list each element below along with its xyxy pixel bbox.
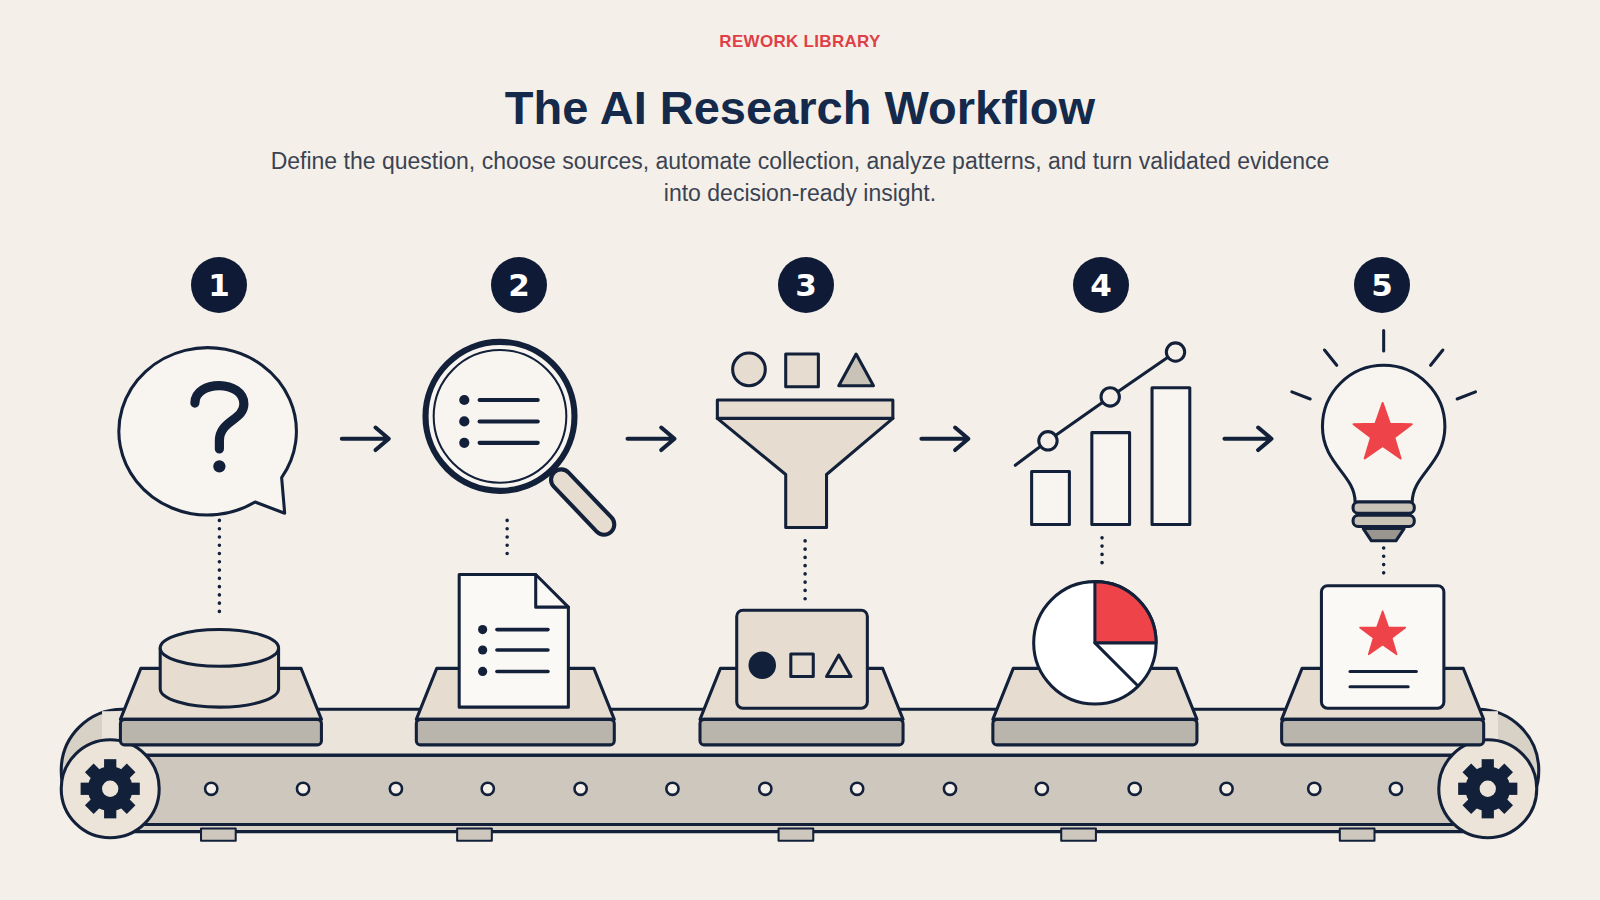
step-number: 1 xyxy=(208,270,230,301)
page-title: The AI Research Workflow xyxy=(0,80,1600,136)
brand-label: REWORK LIBRARY xyxy=(0,32,1600,52)
step-badge: 4 xyxy=(1073,257,1129,313)
step-badge: 1 xyxy=(191,257,247,313)
step-badge: 2 xyxy=(491,257,547,313)
step-badge: 3 xyxy=(778,257,834,313)
step-number: 4 xyxy=(1090,270,1112,301)
page-caption: Define the question, choose sources, aut… xyxy=(270,145,1330,209)
step-number: 3 xyxy=(795,270,817,301)
step-badge: 5 xyxy=(1354,257,1410,313)
step-number: 5 xyxy=(1371,270,1393,301)
step-number: 2 xyxy=(508,270,530,301)
